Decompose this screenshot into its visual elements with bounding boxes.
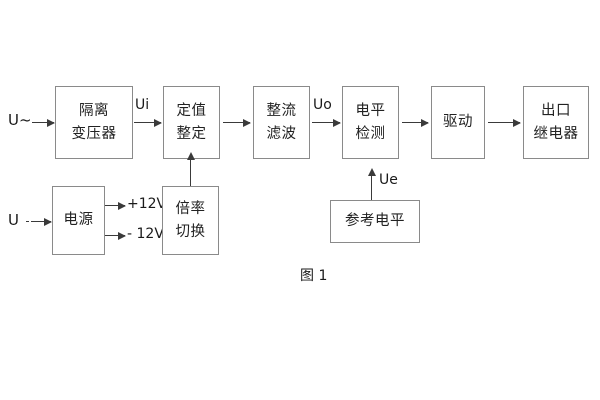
block-multiplier-switch-line2: 切换 [175,223,206,240]
arrow-isolation-transformer-to-setting-value [134,118,162,127]
block-rectifier-filter-line1: 整流 [266,103,297,120]
block-setting-value: 定值 整定 [163,86,220,159]
block-isolation-transformer-line1: 隔离 [79,103,109,120]
arrow-level-detection-to-driver [402,118,429,127]
block-level-detection-line2: 检测 [355,125,386,142]
input-label-ac: U~ [8,111,32,129]
block-rectifier-filter-line2: 滤波 [266,125,297,142]
block-isolation-transformer: 隔离 变压器 [55,86,133,159]
arrow-setting-value-to-rectifier-filter [223,118,251,127]
arrow-multiplier-switch-to-setting-value [186,152,195,186]
block-multiplier-switch: 倍率 切换 [162,186,219,255]
block-output-relay: 出口 继电器 [523,86,589,159]
arrow-rail-positive [105,201,126,210]
block-rectifier-filter: 整流 滤波 [253,86,310,159]
block-multiplier-switch-line1: 倍率 [175,201,206,218]
figure-caption: 图 1 [300,268,328,284]
block-output-relay-line2: 继电器 [533,125,579,142]
block-setting-value-line2: 整定 [176,125,207,142]
arrow-rectifier-filter-to-level-detection [312,118,341,127]
block-driver-line1: 驱动 [443,114,473,131]
block-output-relay-line1: 出口 [541,103,571,120]
block-isolation-transformer-line2: 变压器 [71,125,117,142]
signal-label-uo: Uo [313,97,332,113]
block-power-supply-line1: 电源 [63,212,94,229]
arrow-dc-input-to-power-supply [31,217,52,226]
block-driver: 驱动 [431,86,485,159]
block-level-detection: 电平 检测 [342,86,399,159]
block-reference-level: 参考电平 [330,200,420,243]
block-level-detection-line1: 电平 [355,103,386,120]
arrow-driver-to-output-relay [488,118,521,127]
arrow-rail-negative [105,231,126,240]
signal-label-ue: Ue [379,172,398,188]
arrow-reference-level-to-level-detection [367,168,376,200]
signal-label-ui: Ui [135,97,150,113]
block-reference-level-line1: 参考电平 [345,213,405,230]
arrow-ac-input-to-isolation-transformer [32,118,55,127]
block-power-supply: 电源 [52,186,105,255]
block-setting-value-line1: 定值 [176,103,207,120]
power-rail-label-negative: - 12V [127,226,164,242]
power-rail-label-positive: +12V [127,196,167,212]
input-label-dc: U [8,211,19,229]
